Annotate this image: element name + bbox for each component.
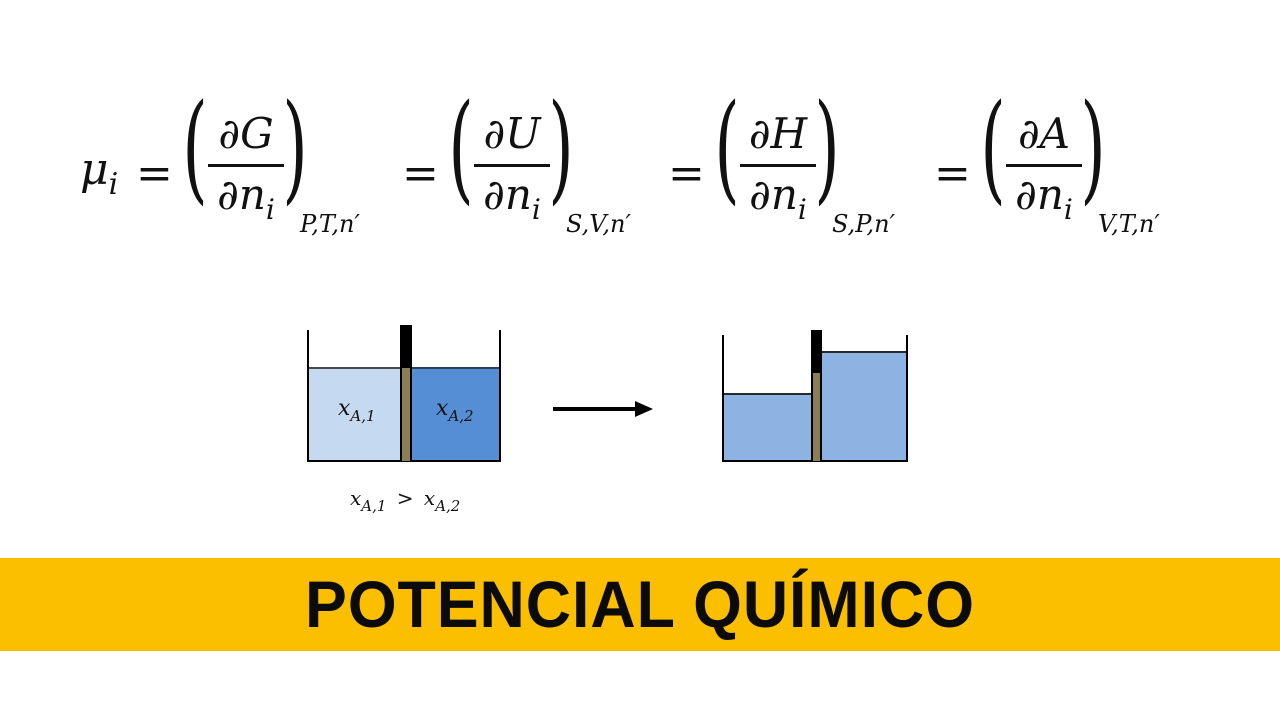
subscript-S-P-n: S,P,n′: [832, 210, 896, 238]
subscript-P-T-n: P,T,n′: [300, 210, 360, 238]
right-compartment-liquid: [411, 367, 499, 462]
paren-open: (: [714, 78, 740, 216]
subscript-V-T-n: V,T,n′: [1098, 210, 1160, 238]
title-text: POTENCIAL QUÍMICO: [305, 567, 975, 641]
right-wall: [499, 330, 501, 462]
membrane-top: [811, 330, 822, 374]
condition-inequality: xA,1 > xA,2: [350, 486, 461, 515]
partial-derivative-G: ∂G ∂ni: [206, 110, 286, 234]
left-wall: [722, 335, 724, 462]
fraction-bar: [1006, 164, 1082, 167]
left-compartment-liquid: [724, 393, 812, 462]
fraction-bar: [474, 164, 550, 167]
bottom-wall: [307, 460, 501, 462]
label-x-A2: xA,2: [436, 396, 474, 425]
equals-sign: =: [136, 148, 173, 199]
right-wall: [906, 335, 908, 462]
semipermeable-membrane: [811, 373, 822, 461]
partial-derivative-A: ∂A ∂ni: [1004, 110, 1084, 234]
chemical-potential-equation: μi = ( ∂G ∂ni ) P,T,n′ = ( ∂U ∂ni ) S,V,…: [80, 88, 1220, 250]
partial-derivative-U: ∂U ∂ni: [472, 110, 552, 234]
left-compartment-liquid: [309, 367, 401, 462]
partial-derivative-H: ∂H ∂ni: [738, 110, 818, 234]
paren-close: ): [282, 78, 308, 216]
paren-close: ): [1080, 78, 1106, 216]
mu-i: μi: [80, 144, 119, 202]
bottom-wall: [722, 460, 908, 462]
equals-sign: =: [668, 148, 705, 199]
equals-sign: =: [402, 148, 439, 199]
paren-open: (: [448, 78, 474, 216]
equals-sign: =: [934, 148, 971, 199]
title-banner: POTENCIAL QUÍMICO: [0, 558, 1280, 651]
semipermeable-membrane: [400, 368, 412, 461]
membrane-top: [400, 325, 412, 369]
paren-open: (: [182, 78, 208, 216]
fraction-bar: [208, 164, 284, 167]
fraction-bar: [740, 164, 816, 167]
paren-open: (: [980, 78, 1006, 216]
label-x-A1: xA,1: [338, 396, 376, 425]
paren-close: ): [548, 78, 574, 216]
subscript-S-V-n: S,V,n′: [566, 210, 631, 238]
right-compartment-liquid: [822, 351, 907, 462]
paren-close: ): [814, 78, 840, 216]
left-wall: [307, 330, 309, 462]
